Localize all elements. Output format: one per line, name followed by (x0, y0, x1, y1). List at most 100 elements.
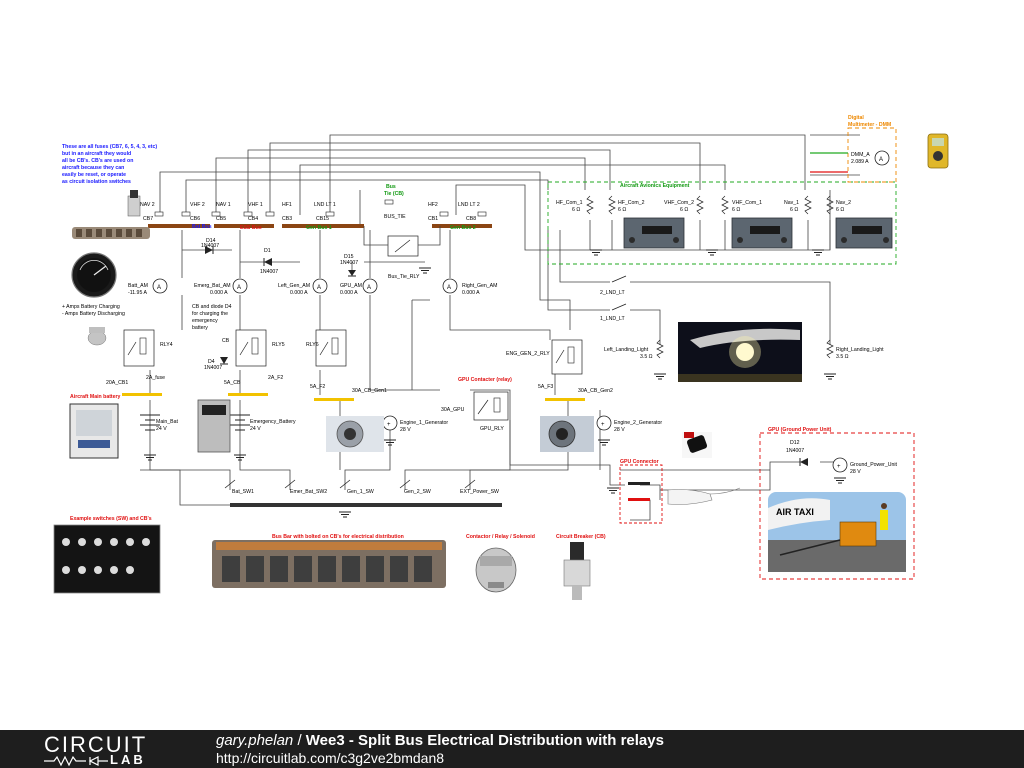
breaker-cb15: LND LT 1 CB15 (314, 202, 336, 222)
svg-text:1N4007: 1N4007 (260, 269, 278, 275)
note-line-5: easily be reset, or operate (62, 172, 126, 178)
svg-text:28 V: 28 V (614, 427, 625, 433)
avionics-load-hf-com-2: HF_Com_2 6 Ω (608, 195, 645, 215)
svg-text:VHF_Com_2: VHF_Com_2 (664, 200, 694, 206)
logo-text-circuit: CIRCUIT (44, 732, 148, 757)
relay-rly5: RLY5 (235, 329, 285, 367)
circuitlab-logo[interactable]: CIRCUIT LAB (44, 732, 174, 767)
gpu-unit-photo: AIR TAXI (768, 492, 906, 572)
example-switches-caption: Example switches (SW) and CB's (70, 516, 152, 522)
bus-bar-photo (212, 540, 446, 588)
switch-2-lnd-lt[interactable]: 2_LND_LT (600, 275, 627, 296)
breaker-cb1: HF2 CB1 (428, 202, 449, 222)
breaker-cb4: VHF 1 CB4 (243, 202, 263, 222)
avionics-load-nav-2: Nav_2 6 Ω (826, 195, 851, 215)
svg-text:RLY4: RLY4 (160, 342, 173, 348)
gpu-plug-photo (682, 432, 712, 458)
svg-text:Nav_1: Nav_1 (784, 200, 799, 206)
switch-bat-sw1[interactable]: Bat_SW1 (224, 479, 254, 495)
svg-text:6 Ω: 6 Ω (680, 207, 688, 213)
svg-text:Engine_2_Generator: Engine_2_Generator (614, 420, 662, 426)
svg-text:A: A (317, 285, 321, 291)
switch-1-lnd-lt[interactable]: 1_LND_LT (600, 303, 627, 322)
svg-text:GPU (Ground Power Unit): GPU (Ground Power Unit) (768, 427, 832, 433)
svg-text:GPU_RLY: GPU_RLY (480, 426, 504, 432)
project-title: Wee3 - Split Bus Electrical Distribution… (305, 732, 664, 749)
breaker-cb8: LND LT 2 CB8 (458, 202, 487, 222)
svg-text:GPU Connector: GPU Connector (620, 459, 659, 465)
master-switches: Bat_SW1 Emer_Bat_SW2 Gen_1_SW Gen_2_SW E… (224, 479, 499, 518)
switch-ext-power-sw[interactable]: EXT_Power_SW (460, 479, 499, 495)
gpu-plug-drawing (667, 487, 741, 505)
svg-text:HF2: HF2 (428, 202, 438, 208)
gen-bus-1-label: Gen Bus 1 (306, 225, 332, 231)
note-line-4: aircraft because they can (62, 165, 124, 171)
svg-text:D12: D12 (790, 440, 800, 446)
breaker-cb3: HF1 CB3 (265, 202, 292, 222)
svg-text:Multimeter - DMM: Multimeter - DMM (848, 122, 891, 128)
wires (140, 134, 860, 521)
circuit-breaker-photo (563, 542, 591, 600)
fuse-30a-gpu: 30A_GPU (441, 407, 465, 413)
switch-gen-1-sw[interactable]: Gen_1_SW (339, 479, 374, 495)
engine-2-photo (540, 416, 594, 452)
relay-rly4: RLY4 (123, 329, 173, 367)
svg-text:D4: D4 (208, 359, 215, 365)
svg-text:24 V: 24 V (250, 426, 261, 432)
author-link[interactable]: gary.phelan (216, 732, 294, 749)
avionics-load-vhf-com-2: VHF_Com_2 6 Ω (664, 195, 704, 215)
svg-text:Right_Gen_AM: Right_Gen_AM (462, 283, 497, 289)
svg-text:+: + (387, 422, 391, 428)
svg-text:1N4007: 1N4007 (340, 260, 358, 266)
svg-text:Emerg_Bat_AM: Emerg_Bat_AM (194, 283, 231, 289)
ammeter-emerg: A Emerg_Bat_AM 0.000 A (194, 278, 248, 296)
ground-power-unit-symbol: + Ground_Power_Unit 28 V (832, 457, 898, 484)
svg-text:Emer_Bat_SW2: Emer_Bat_SW2 (290, 489, 327, 495)
svg-text:ENG_GEN_2_RLY: ENG_GEN_2_RLY (506, 351, 550, 357)
title-separator: / (293, 732, 306, 749)
left-landing-light: Left_Landing_Light 3.5 Ω (604, 339, 667, 380)
diode-d14: D14 1N4007 (182, 238, 232, 254)
fuse-2a-f2: 2A_F2 (268, 375, 283, 381)
svg-text:RLY6: RLY6 (306, 342, 319, 348)
radio-panel-1 (623, 217, 685, 249)
svg-text:0.000 A: 0.000 A (462, 290, 480, 296)
fuse-note: These are all fuses (CB7, 6, 5, 4, 3, et… (62, 144, 157, 185)
right-landing-light: Right_Landing_Light 3.5 Ω (823, 339, 884, 380)
note-line-2: but in an aircraft they would (62, 151, 131, 157)
radio-panel-3 (835, 217, 893, 249)
svg-text:GPU Contacter (relay): GPU Contacter (relay) (458, 377, 512, 383)
svg-text:+: + (837, 464, 841, 470)
ammeter-gauge-photo (71, 252, 117, 298)
svg-text:HF_Com_2: HF_Com_2 (618, 200, 645, 206)
gpu-unit-group: GPU (Ground Power Unit) AIR TAXI (759, 427, 915, 580)
svg-text:D15: D15 (344, 254, 354, 260)
switch-gen-2-sw[interactable]: Gen_2_SW (399, 479, 431, 495)
svg-text:CB7: CB7 (143, 216, 153, 222)
svg-text:2_LND_LT: 2_LND_LT (600, 290, 626, 296)
svg-text:6 Ω: 6 Ω (732, 207, 740, 213)
svg-text:2.089 A: 2.089 A (851, 159, 869, 165)
amp-legend-line-2: - Amps Battery Discharging (62, 311, 125, 317)
svg-text:Tie (CB): Tie (CB) (384, 191, 404, 197)
svg-text:1N4007: 1N4007 (201, 243, 219, 249)
svg-text:CB1: CB1 (428, 216, 438, 222)
circuit-url[interactable]: http://circuitlab.com/c3g2ve2bmdan8 (216, 750, 445, 766)
switch-emer-bat-sw2[interactable]: Emer_Bat_SW2 (284, 479, 327, 495)
bus-bar-caption: Bus Bar with bolted on CB's for electric… (272, 534, 404, 540)
radio-panel-2 (731, 217, 793, 249)
bus-tie: Bus Tie (CB) BUS_TIE Bus_Tie_RLY (363, 184, 441, 280)
svg-text:VHF 1: VHF 1 (248, 202, 263, 208)
cb-note-3: emergency (192, 318, 218, 324)
svg-text:CB4: CB4 (248, 216, 258, 222)
svg-text:D1: D1 (264, 248, 271, 254)
svg-text:6 Ω: 6 Ω (618, 207, 626, 213)
resistor-logo-icon (44, 755, 108, 767)
svg-text:NAV 1: NAV 1 (216, 202, 231, 208)
svg-text:RLY5: RLY5 (272, 342, 285, 348)
switch-panel-photo (53, 524, 161, 594)
cb-note-1: CB and diode D4 (192, 304, 232, 310)
svg-text:CB6: CB6 (190, 216, 200, 222)
svg-text:6 Ω: 6 Ω (790, 207, 798, 213)
svg-text:CB15: CB15 (316, 216, 329, 222)
